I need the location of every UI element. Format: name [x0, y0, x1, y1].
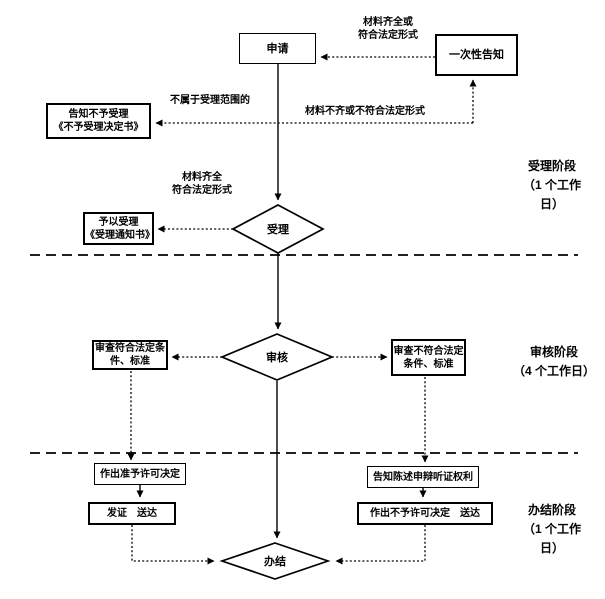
review-pass-line1: 审查符合法定条	[95, 343, 165, 354]
review-pass-line2: 件、标准	[110, 356, 150, 367]
inform-rights-label: 告知陈述申辩听证权利	[373, 471, 473, 483]
grant-decision-box: 作出准予许可决定	[94, 463, 186, 485]
deny-decision-label: 作出不予许可决定 送达	[370, 508, 480, 519]
stage-label-review: 审核阶段 （4 个工作日）	[512, 345, 595, 378]
stage-label-complete: 办结阶段 （1 个工作 日）	[522, 503, 581, 555]
one-time-notice-label: 一次性告知	[449, 49, 504, 61]
edge-deny-to-complete	[335, 525, 426, 565]
apply-label: 申请	[266, 42, 289, 55]
edge-label-materials-incomplete: 材料不齐或不符合法定形式	[305, 106, 425, 117]
one-time-notice-box: 一次性告知	[435, 34, 518, 76]
accept-diamond-shape	[231, 204, 325, 254]
edge-label-not-in-scope: 不属于受理范围的	[170, 95, 250, 106]
review-pass-box: 审查符合法定条 件、标准	[92, 340, 168, 370]
edge-label-materials-complete-mid: 材料齐全 符合法定形式	[172, 172, 232, 196]
stage-label-accept: 受理阶段 （1 个工作 日）	[522, 159, 581, 211]
accept-notice-box: 予以受理 《受理通知书》	[83, 212, 155, 245]
apply-box: 申请	[239, 33, 316, 64]
deny-decision-box: 作出不予许可决定 送达	[357, 502, 493, 525]
reject-notice-line2: 《不予受理决定书》	[53, 122, 144, 133]
review-fail-box: 审查不符合法定 条件、标准	[391, 339, 466, 376]
grant-decision-label: 作出准予许可决定	[100, 468, 180, 480]
accept-notice-line1: 予以受理	[98, 216, 139, 228]
issue-deliver-label: 发证 送达	[107, 508, 157, 519]
issue-deliver-box: 发证 送达	[88, 502, 176, 525]
reject-notice-box: 告知不予受理 《不予受理决定书》	[46, 103, 151, 139]
complete-diamond-shape	[219, 542, 331, 580]
edge-issue-to-complete	[131, 525, 215, 565]
review-fail-line1: 审查不符合法定	[393, 345, 464, 357]
review-diamond-shape	[219, 333, 335, 381]
inform-rights-box: 告知陈述申辩听证权利	[367, 466, 479, 488]
reject-notice-line1: 告知不予受理	[68, 109, 129, 120]
review-fail-line2: 条件、标准	[403, 358, 454, 370]
accept-notice-line2: 《受理通知书》	[85, 229, 155, 241]
edge-label-materials-complete-top: 材料齐全或 符合法定形式	[358, 17, 418, 41]
